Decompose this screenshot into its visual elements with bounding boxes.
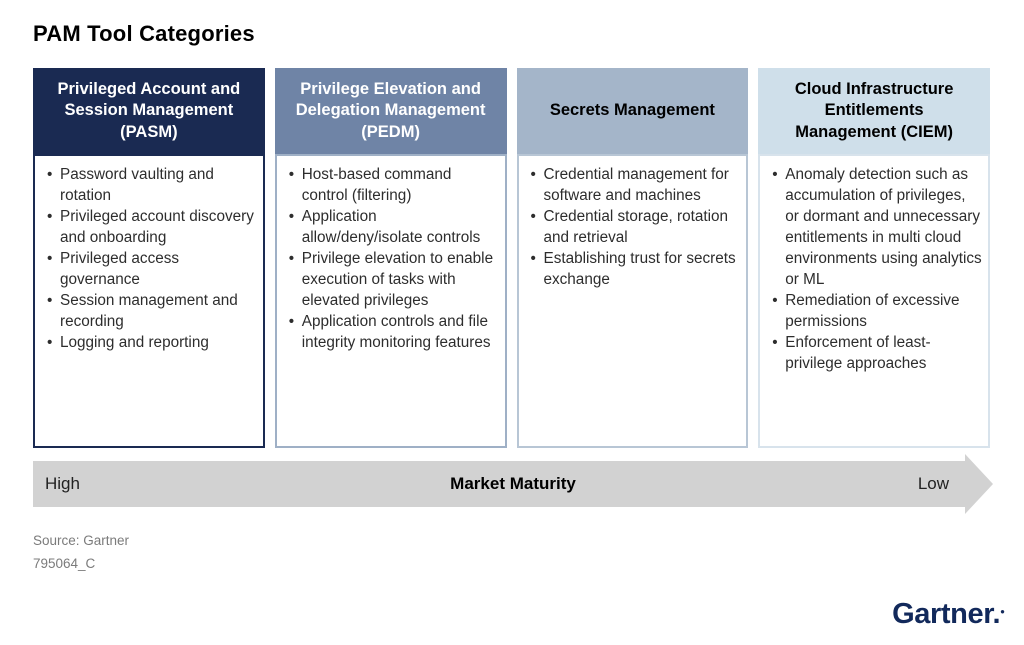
header-line: Management (CIEM) [795, 122, 953, 141]
arrow-head-icon [965, 454, 993, 514]
header-line: Privileged Account and [57, 80, 241, 99]
footer-notes: Source: Gartner 795064_C [33, 534, 129, 570]
header-line: Delegation Management [295, 101, 486, 120]
registered-mark-icon: ● [1000, 607, 1005, 616]
bullet-item: Logging and reporting [46, 333, 257, 354]
bullet-list: Password vaulting and rotationPrivileged… [35, 156, 263, 362]
category-column-secrets-management: Secrets Management Credential management… [516, 68, 749, 448]
bullet-item: Credential storage, rotation and retriev… [530, 207, 741, 249]
source-note: Source: Gartner [33, 533, 130, 548]
header-line: Session Management [64, 101, 234, 120]
bullet-item: Application controls and file integrity … [288, 312, 499, 354]
bullet-list: Host-based command control (filtering)Ap… [277, 156, 505, 362]
gartner-logo-text: Gartner [892, 598, 993, 630]
arrow-band: High Low [33, 461, 965, 507]
document-id: 795064_C [33, 555, 96, 571]
category-body: Anomaly detection such as accumulation o… [758, 154, 990, 448]
category-body: Host-based command control (filtering)Ap… [274, 154, 507, 448]
bullet-item: Privilege elevation to enable execution … [288, 249, 499, 312]
maturity-low-label: Low [917, 474, 949, 493]
bullet-list: Credential management for software and m… [519, 156, 747, 299]
bullet-item: Establishing trust for secrets exchange [530, 249, 741, 291]
header-line: Privilege Elevation and [300, 80, 481, 99]
bullet-item: Privileged account discovery and onboard… [46, 207, 257, 249]
page-title: PAM Tool Categories [33, 21, 255, 46]
market-maturity-arrow: High Low Market Maturity [33, 454, 993, 514]
bullet-item: Session management and recording [46, 291, 257, 333]
header-line: (PASM) [120, 122, 178, 141]
bullet-item: Remediation of excessive permissions [771, 291, 982, 333]
bullet-list: Anomaly detection such as accumulation o… [760, 156, 988, 383]
bullet-item: Host-based command control (filtering) [288, 165, 499, 207]
header-line: (PEDM) [361, 122, 420, 141]
gartner-logo: Gartner.● [892, 598, 1005, 631]
header-line: Entitlements [824, 101, 924, 120]
bullet-item: Privileged access governance [46, 249, 257, 291]
bullet-item: Enforcement of least-privilege approache… [771, 333, 982, 375]
maturity-high-label: High [45, 474, 80, 493]
bullet-item: Password vaulting and rotation [46, 165, 257, 207]
header-line: Cloud Infrastructure [794, 80, 954, 99]
category-body: Password vaulting and rotationPrivileged… [33, 154, 265, 448]
bullet-item: Anomaly detection such as accumulation o… [771, 165, 982, 291]
category-body: Credential management for software and m… [516, 154, 749, 448]
bullet-item: Credential management for software and m… [530, 165, 741, 207]
bullet-item: Application allow/deny/isolate controls [288, 207, 499, 249]
category-header: Secrets Management [516, 68, 749, 154]
header-line: Secrets Management [549, 101, 715, 120]
category-header-text: Secrets Management [550, 100, 715, 121]
gartner-logo-period: . [992, 598, 1001, 630]
